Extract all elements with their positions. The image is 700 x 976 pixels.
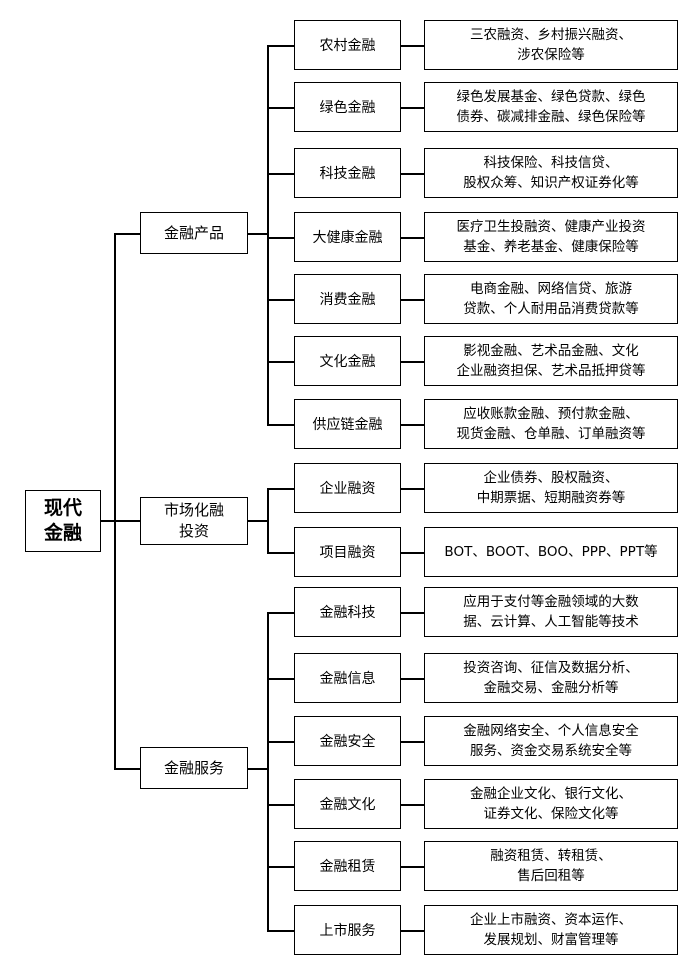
connector-cat2-spine [267, 488, 269, 552]
connector-desc [401, 678, 424, 680]
item-fintech: 金融科技 [294, 587, 401, 637]
connector-desc [401, 45, 424, 47]
category-financial-products: 金融产品 [140, 212, 248, 254]
item-green-finance-desc: 绿色发展基金、绿色贷款、绿色 债券、碳减排金融、绿色保险等 [424, 82, 678, 132]
item-rural-finance: 农村金融 [294, 20, 401, 70]
connector-item [267, 804, 294, 806]
connector-item [267, 741, 294, 743]
item-tech-finance: 科技金融 [294, 148, 401, 198]
connector-cat3-spine [267, 612, 269, 930]
connector-cat2-out [248, 520, 268, 522]
connector-cat-2 [114, 520, 140, 522]
connector-desc [401, 612, 424, 614]
item-financial-leasing: 金融租赁 [294, 841, 401, 891]
item-health-finance-desc: 医疗卫生投融资、健康产业投资 基金、养老基金、健康保险等 [424, 212, 678, 262]
connector-item [267, 552, 294, 554]
connector-desc [401, 866, 424, 868]
root-node: 现代 金融 [25, 490, 101, 552]
connector-item [267, 612, 294, 614]
item-consumer-finance: 消费金融 [294, 274, 401, 324]
item-project-financing: 项目融资 [294, 527, 401, 577]
item-fintech-desc: 应用于支付等金融领域的大数 据、云计算、人工智能等技术 [424, 587, 678, 637]
item-listing-services-desc: 企业上市融资、资本运作、 发展规划、财富管理等 [424, 905, 678, 955]
item-financial-info: 金融信息 [294, 653, 401, 703]
connector-desc [401, 552, 424, 554]
connector-cat1-spine [267, 45, 269, 424]
connector-desc [401, 424, 424, 426]
item-financial-leasing-desc: 融资租赁、转租赁、 售后回租等 [424, 841, 678, 891]
connector-cat-3 [114, 768, 140, 770]
connector-item [267, 866, 294, 868]
connector-desc [401, 237, 424, 239]
item-green-finance: 绿色金融 [294, 82, 401, 132]
connector-desc [401, 804, 424, 806]
connector-cat1-out [248, 233, 268, 235]
connector-cat-1 [114, 233, 140, 235]
category-financial-services: 金融服务 [140, 747, 248, 789]
connector-desc [401, 299, 424, 301]
item-corporate-financing: 企业融资 [294, 463, 401, 513]
connector-item [267, 237, 294, 239]
item-culture-finance-desc: 影视金融、艺术品金融、文化 企业融资担保、艺术品抵押贷等 [424, 336, 678, 386]
connector-trunk [114, 233, 116, 770]
item-culture-finance: 文化金融 [294, 336, 401, 386]
item-rural-finance-desc: 三农融资、乡村振兴融资、 涉农保险等 [424, 20, 678, 70]
item-financial-culture: 金融文化 [294, 779, 401, 829]
connector-cat3-out [248, 768, 268, 770]
item-corporate-financing-desc: 企业债券、股权融资、 中期票据、短期融资券等 [424, 463, 678, 513]
connector-item [267, 173, 294, 175]
connector-item [267, 45, 294, 47]
connector-item [267, 424, 294, 426]
connector-desc [401, 173, 424, 175]
connector-desc [401, 107, 424, 109]
item-health-finance: 大健康金融 [294, 212, 401, 262]
item-tech-finance-desc: 科技保险、科技信贷、 股权众筹、知识产权证券化等 [424, 148, 678, 198]
connector-item [267, 299, 294, 301]
connector-item [267, 930, 294, 932]
item-financial-info-desc: 投资咨询、征信及数据分析、 金融交易、金融分析等 [424, 653, 678, 703]
item-supply-chain-finance: 供应链金融 [294, 399, 401, 449]
item-project-financing-desc: BOT、BOOT、BOO、PPP、PPT等 [424, 527, 678, 577]
item-consumer-finance-desc: 电商金融、网络信贷、旅游 贷款、个人耐用品消费贷款等 [424, 274, 678, 324]
connector-desc [401, 741, 424, 743]
connector-item [267, 107, 294, 109]
item-financial-security-desc: 金融网络安全、个人信息安全 服务、资金交易系统安全等 [424, 716, 678, 766]
category-market-financing: 市场化融 投资 [140, 497, 248, 545]
connector-item [267, 488, 294, 490]
item-financial-culture-desc: 金融企业文化、银行文化、 证券文化、保险文化等 [424, 779, 678, 829]
item-supply-chain-finance-desc: 应收账款金融、预付款金融、 现货金融、仓单融、订单融资等 [424, 399, 678, 449]
connector-root [101, 520, 115, 522]
connector-desc [401, 930, 424, 932]
item-listing-services: 上市服务 [294, 905, 401, 955]
connector-desc [401, 361, 424, 363]
item-financial-security: 金融安全 [294, 716, 401, 766]
connector-desc [401, 488, 424, 490]
connector-item [267, 361, 294, 363]
connector-item [267, 678, 294, 680]
